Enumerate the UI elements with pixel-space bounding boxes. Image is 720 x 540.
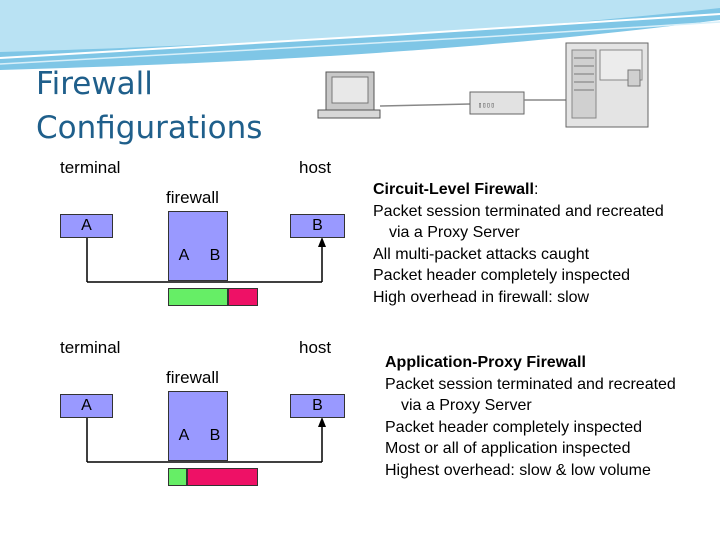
diagram1-node-b: B <box>290 214 345 238</box>
circuit-level-heading: Circuit-Level Firewall <box>373 181 534 198</box>
slide-title-line2: Configurations <box>36 110 263 146</box>
application-proxy-panel: Application-Proxy Firewall Packet sessio… <box>385 352 717 481</box>
diagram2-node-b: B <box>290 394 345 418</box>
diagram1-firewall-b: B <box>209 247 221 264</box>
diagram1-node-a: A <box>60 214 113 238</box>
diagram2-packet-green <box>168 468 187 486</box>
slide-title-line1: Firewall <box>36 66 153 102</box>
circuit-level-panel: Circuit-Level Firewall: Packet session t… <box>373 179 713 308</box>
application-proxy-line1: Packet session terminated and recreated <box>385 375 676 393</box>
diagram2-firewall-box <box>168 391 228 461</box>
circuit-level-line1: Packet session terminated and recreated <box>373 202 664 220</box>
router-icon: ▯▯▯▯ <box>469 91 525 115</box>
diagram2-firewall-b: B <box>209 427 221 444</box>
diagram1-packet-red <box>228 288 258 306</box>
diagram1-terminal-label: terminal <box>60 158 121 177</box>
diagram2-firewall-a: A <box>178 427 190 444</box>
circuit-level-line4: Packet header completely inspected <box>373 267 631 284</box>
application-proxy-heading: Application-Proxy Firewall <box>385 354 586 371</box>
application-proxy-line3: Packet header completely inspected <box>385 418 643 436</box>
application-proxy-line5: Highest overhead: slow & low volume <box>385 461 651 479</box>
diagram2-firewall-label: firewall <box>166 368 219 387</box>
diagram2-packet-red <box>187 468 258 486</box>
diagram2-node-a: A <box>60 394 113 418</box>
diagram1-node-b-label: B <box>312 217 323 234</box>
diagram1-firewall-box <box>168 211 228 281</box>
application-proxy-line2: via a Proxy Server <box>401 397 532 414</box>
circuit-level-heading-suffix: : <box>533 181 539 198</box>
diagram2-terminal-label: terminal <box>60 338 121 357</box>
application-proxy-line4: Most or all of application inspected <box>385 440 631 457</box>
diagram1-packet-green <box>168 288 228 306</box>
diagram2-node-a-label: A <box>81 397 92 414</box>
computer-icon <box>317 71 381 119</box>
circuit-level-line3: All multi-packet attacks caught <box>373 245 590 263</box>
diagram1-host-label: host <box>299 158 332 177</box>
header-wave <box>0 0 720 70</box>
diagram1-firewall-a: A <box>178 247 190 264</box>
circuit-level-line2: via a Proxy Server <box>389 224 520 241</box>
network-clipart: ▯▯▯▯ <box>317 42 649 128</box>
diagram1-firewall-label: firewall <box>166 188 219 207</box>
diagram2-host-label: host <box>299 338 332 357</box>
circuit-level-line5: High overhead in firewall: slow <box>373 288 590 306</box>
diagram1-node-a-label: A <box>81 217 92 234</box>
slide-title: Firewall Configurations <box>36 62 262 150</box>
svg-text:▯▯▯▯: ▯▯▯▯ <box>478 101 495 109</box>
diagram2-node-b-label: B <box>312 397 323 414</box>
server-icon <box>565 42 649 128</box>
